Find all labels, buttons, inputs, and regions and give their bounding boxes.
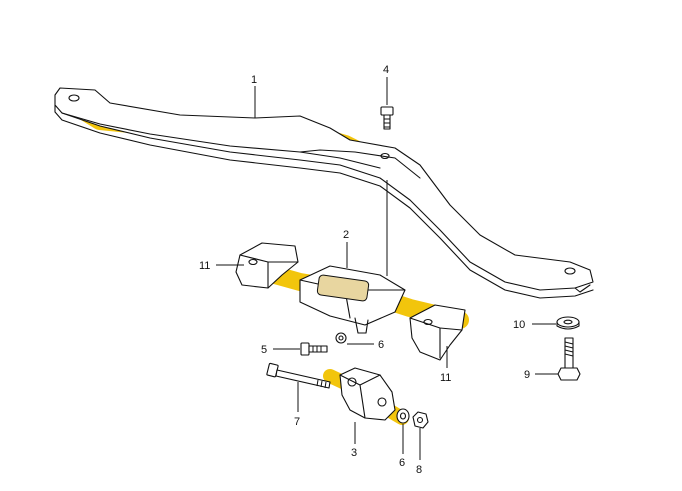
front-bracket — [339, 367, 396, 421]
callout-7: 7 — [294, 416, 300, 428]
crossmember-inner-edge — [61, 112, 381, 169]
callout-1: 1 — [251, 74, 257, 86]
callout-10: 10 — [513, 319, 525, 331]
crossmember-side — [54, 104, 594, 299]
crossmember-end-flange — [574, 284, 591, 293]
mount-stud — [354, 317, 369, 334]
washer-10 — [556, 316, 580, 328]
washer-6-upper-hole — [338, 335, 344, 341]
bolt-4 — [380, 106, 394, 130]
callout-5: 5 — [261, 344, 267, 356]
callout-6-lower: 6 — [399, 457, 405, 469]
crossmember-top — [54, 87, 594, 291]
callout-11-right: 11 — [440, 372, 451, 384]
bolt-4-head — [380, 106, 394, 116]
leader-lines — [216, 77, 558, 460]
callout-6-upper: 6 — [378, 339, 384, 351]
crossmember-hole-right — [564, 267, 576, 275]
callout-11-left: 11 — [199, 260, 210, 272]
bracket-11-right — [409, 304, 466, 361]
washer-6-lower — [396, 408, 410, 424]
callout-2: 2 — [343, 229, 349, 241]
bracket-11-left — [235, 242, 299, 289]
callout-8: 8 — [416, 464, 422, 476]
callout-labels: 1 2 3 4 5 6 6 7 8 9 10 11 11 — [199, 64, 530, 476]
washer-6-lower-hole — [399, 412, 407, 420]
crossmember — [54, 87, 594, 299]
callout-3: 3 — [351, 447, 357, 459]
bolt-5 — [300, 342, 328, 356]
crossmember-rib — [299, 149, 421, 179]
callout-9: 9 — [524, 369, 530, 381]
washer-6-upper — [335, 332, 347, 344]
crossmember-hole-left — [68, 94, 80, 102]
callout-4: 4 — [383, 64, 389, 76]
bolt-7 — [266, 362, 331, 389]
crossmember-hole-center — [380, 152, 390, 160]
bolt-9 — [557, 337, 581, 381]
bolt-4-shank — [383, 114, 391, 130]
nut-8 — [412, 411, 429, 429]
mount-rubber-pad — [316, 274, 370, 302]
transmission-mount — [299, 265, 406, 334]
